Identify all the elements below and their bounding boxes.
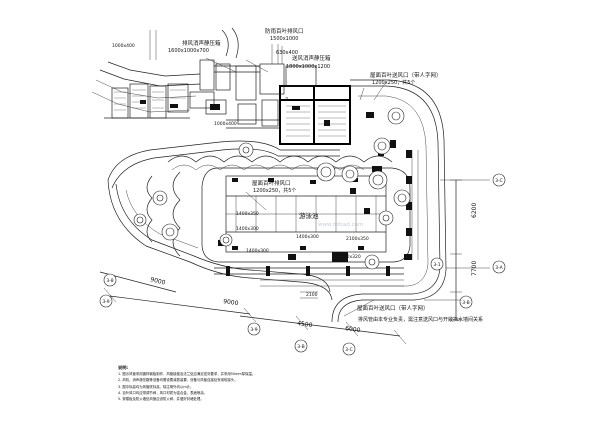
notes-heading: 说明: bbox=[118, 365, 129, 370]
svg-text:3-B: 3-B bbox=[297, 344, 304, 350]
dim-bottom-1: 9000 bbox=[223, 298, 239, 307]
label-pool: 游泳池 bbox=[299, 211, 319, 220]
planting bbox=[133, 107, 411, 270]
svg-text:3-C: 3-C bbox=[345, 347, 353, 353]
label-exhaust-muffler-size: 1600x1000x700 bbox=[168, 48, 209, 54]
axis-bubble-left-2: 3-9 bbox=[99, 294, 113, 308]
duct-size-pool-3: 1400x300 bbox=[296, 234, 319, 240]
axis-bubble-right-bot: 3-B bbox=[459, 295, 473, 309]
dimension-lines bbox=[99, 46, 490, 345]
notes-item: 1. 图示风管采用镀锌钢板制作，风管接缝及法兰处应满足密封要求，并采用50mm厚… bbox=[118, 372, 256, 377]
label-exhaust-muffler-box: 排风消声静压箱 bbox=[182, 39, 221, 47]
label-mid-louver-size: 1200x250，共5个 bbox=[253, 187, 296, 194]
duct-size-right-2: 2100x320 bbox=[338, 254, 361, 260]
label-rain-louver-size: 1500x1000 bbox=[270, 36, 298, 42]
axis-bubble-corner: 3-1 bbox=[430, 257, 444, 271]
label-bottom-note: 排风管由本专业负责，需注意送风口与开敞挡水墙间关系 bbox=[358, 316, 483, 323]
label-top-duct-2: 630x400 bbox=[276, 50, 298, 56]
dim-bottom-2: 4500 bbox=[297, 320, 313, 329]
label-supply-muffler-box: 送风消声静压箱 bbox=[292, 54, 331, 62]
duct-size-left-top: 1000x400 bbox=[214, 121, 237, 127]
axis-bubble-bottom-2: 3-B bbox=[294, 339, 308, 353]
label-right-outlet: 屋面百叶送风口（带人字网） bbox=[370, 71, 442, 79]
label-top-duct-1: 1000x400 bbox=[112, 43, 135, 49]
axis-bubble-right-mid: 3-A bbox=[492, 260, 506, 274]
duct-size-pool-2: 1400x300 bbox=[236, 226, 259, 232]
axis-bubble-bottom-1: 3-9 bbox=[247, 322, 261, 336]
duct-size-pool-4: 1400x300 bbox=[246, 248, 269, 254]
notes-item: 4. 百叶风口均应带调节阀，风口材质为铝合金，表面喷涂。 bbox=[118, 390, 208, 395]
notes-item: 3. 图中标高均为风管底标高，除注明外均以m计。 bbox=[118, 384, 194, 389]
axis-bubble-left-1: 3-8 bbox=[103, 273, 117, 287]
svg-text:3-9: 3-9 bbox=[250, 327, 257, 333]
annotations: 排风消声静压箱 1600x1000x700 防雨百叶排风口 1500x1000 … bbox=[112, 27, 483, 334]
label-right-outlet-size: 1200x250，共5个 bbox=[372, 79, 415, 86]
svg-text:3-8: 3-8 bbox=[106, 278, 113, 284]
dim-bottom-3: 6000 bbox=[345, 325, 361, 334]
dim-right-2: 7700 bbox=[471, 261, 478, 276]
left-equipment-zone bbox=[91, 27, 239, 119]
duct-size-right-1: 2100x350 bbox=[346, 236, 369, 242]
dim-left-overall: 9000 bbox=[150, 276, 167, 287]
svg-text:3-B: 3-B bbox=[462, 300, 469, 306]
notes-item: 2. 风机、消声静压箱等设备均需设置减振装置，设备与风管连接处采用软接头。 bbox=[118, 378, 238, 383]
label-bottom-outlet: 屋面百叶送风口（带人字网） bbox=[357, 304, 429, 312]
label-supply-muffler-size: 1800x1000x1200 bbox=[286, 64, 330, 70]
svg-text:3-C: 3-C bbox=[495, 178, 503, 184]
svg-text:3-9: 3-9 bbox=[102, 299, 109, 305]
axis-bubble-bottom-3: 3-C bbox=[342, 342, 356, 356]
duct-size-pool-1: 1400x350 bbox=[236, 211, 259, 217]
label-watermark: www.mfcad.com bbox=[318, 222, 363, 228]
dim-bottom-small: 2100 bbox=[306, 292, 318, 298]
dim-right-1: 6200 bbox=[471, 203, 478, 218]
svg-text:3-1: 3-1 bbox=[433, 262, 440, 268]
mechanical-room bbox=[214, 44, 351, 145]
label-rain-louver: 防雨百叶排风口 bbox=[265, 27, 304, 35]
axis-bubble-right-top: 3-C bbox=[492, 173, 506, 187]
notes-item: 5. 穿楼板及防火墙处风管应设防火阀，并做好封堵处理。 bbox=[118, 397, 204, 402]
svg-text:3-A: 3-A bbox=[495, 265, 503, 271]
label-mid-louver: 屋面百叶排风口 bbox=[252, 179, 291, 187]
notes-block: 说明: 1. 图示风管采用镀锌钢板制作，风管接缝及法兰处应满足密封要求，并采用5… bbox=[118, 365, 418, 402]
label-hatch-z: Z bbox=[285, 97, 288, 103]
axis-bubbles: 3-8 3-9 3-9 3-B 3-C 3-C 3-A 3-B bbox=[99, 173, 506, 356]
